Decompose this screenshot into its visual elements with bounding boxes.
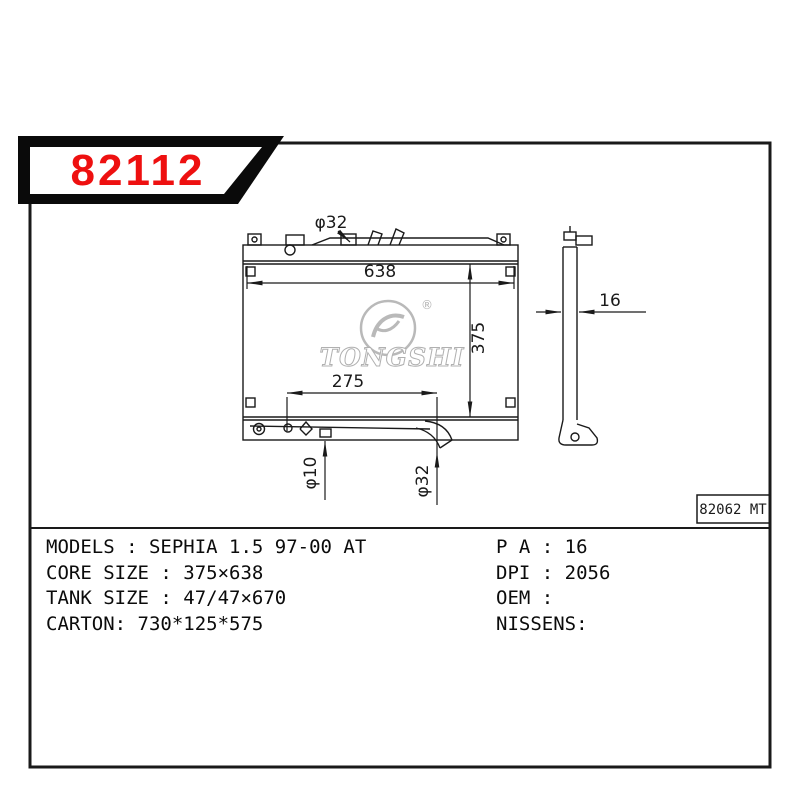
dim-width-label: 638	[364, 262, 396, 282]
part-number: 82112	[71, 146, 206, 195]
logo-bird-icon	[371, 313, 405, 338]
dim-height-label: 375	[469, 322, 489, 354]
registered-mark: ®	[421, 298, 433, 312]
dim-lower-width-label: 275	[332, 372, 364, 392]
spec-dpi-line: DPI : 2056	[496, 562, 611, 584]
dimension-lines	[246, 229, 646, 505]
dim-pipe-large-label: φ32	[413, 465, 433, 498]
dim-thickness-label: 16	[599, 291, 621, 311]
watermark-brand: TONGSHI	[320, 343, 465, 372]
logo-circle-icon	[359, 299, 417, 357]
ref-code-box	[696, 494, 771, 524]
page-frame	[28, 141, 772, 769]
ref-code: 82062 MT	[699, 502, 767, 518]
radiator-front-view	[242, 228, 519, 449]
spec-carton-line: CARTON: 730*125*575	[46, 613, 264, 635]
spec-nissens-line: NISSENS:	[496, 613, 588, 635]
dim-top-pipe-label: φ32	[315, 213, 348, 233]
logo-bird-wing-icon	[375, 320, 401, 333]
spec-models-line: MODELS : SEPHIA 1.5 97-00 AT	[46, 536, 367, 558]
outer-border	[28, 141, 772, 769]
dim-pipe-small-label: φ10	[301, 457, 321, 490]
spec-tank-size-line: TANK SIZE : 47/47×670	[46, 587, 287, 609]
spec-core-size-line: CORE SIZE : 375×638	[46, 562, 264, 584]
part-number-banner: 82112	[18, 136, 284, 204]
dimension-labels: 638 375 275 φ32 φ10 φ32 16	[301, 213, 621, 497]
radiator-side-view	[558, 226, 599, 446]
spec-pa-line: P A : 16	[496, 536, 588, 558]
tongshi-watermark: ® TONGSHI	[319, 298, 465, 373]
spec-oem-line: OEM :	[496, 587, 554, 609]
banner-inner-panel	[30, 147, 262, 194]
